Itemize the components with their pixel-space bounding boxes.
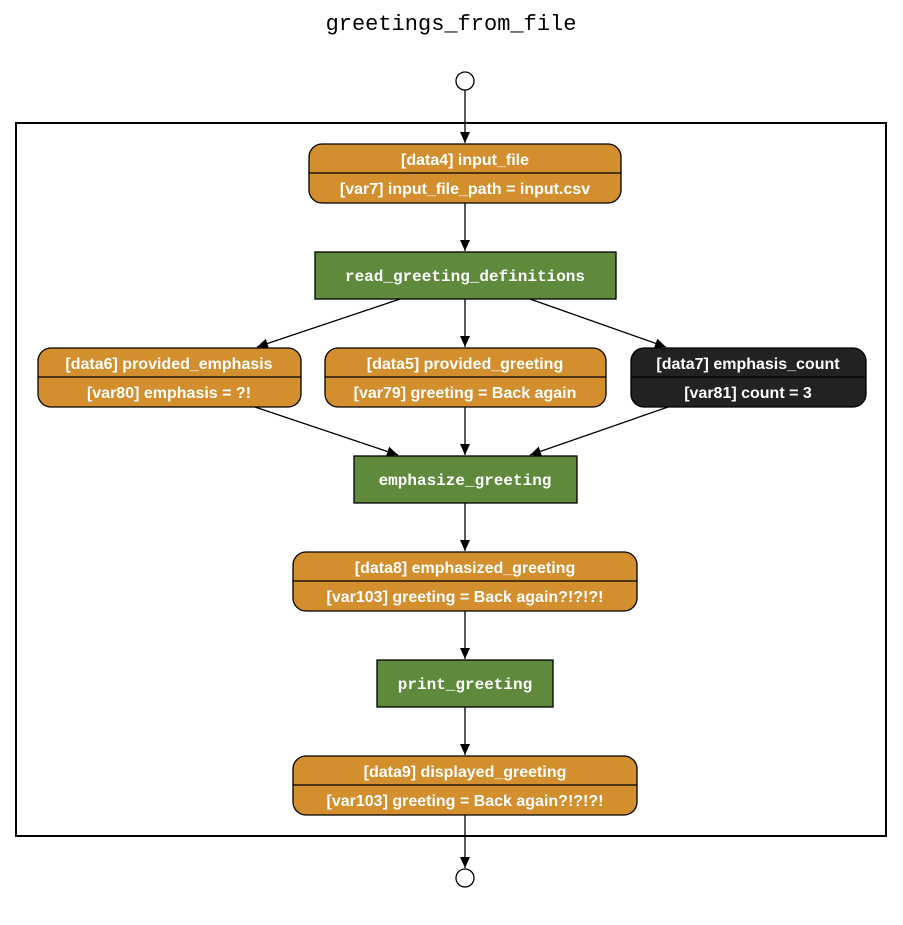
data-node-header: [data5] provided_greeting	[367, 356, 563, 373]
data-node-provided-greeting: [data5] provided_greeting [var79] greeti…	[324, 347, 607, 408]
diagram-title: greetings_from_file	[326, 12, 577, 37]
data-node-header: [data7] emphasis_count	[656, 356, 840, 373]
data-node-header: [data8] emphasized_greeting	[355, 560, 576, 577]
step-node-emphasize-greeting: emphasize_greeting	[353, 455, 578, 504]
data-node-value: [var79] greeting = Back again	[354, 385, 577, 402]
data-node-displayed-greeting: [data9] displayed_greeting [var103] gree…	[292, 755, 638, 816]
data-node-value: [var81] count = 3	[684, 385, 812, 402]
data-node-value: [var7] input_file_path = input.csv	[340, 181, 590, 198]
data-node-value: [var103] greeting = Back again?!?!?!	[327, 589, 604, 606]
step-label: print_greeting	[398, 676, 532, 694]
data-node-value: [var103] greeting = Back again?!?!?!	[327, 793, 604, 810]
workflow-boundary	[15, 122, 887, 837]
data-node-emphasized-greeting: [data8] emphasized_greeting [var103] gre…	[292, 551, 638, 612]
data-node-input-file: [data4] input_file [var7] input_file_pat…	[308, 143, 622, 204]
start-node	[455, 71, 475, 91]
edges	[254, 90, 669, 868]
data-node-header: [data9] displayed_greeting	[364, 764, 567, 781]
edge-read-to-emphasis-count	[529, 298, 667, 349]
step-node-read-greeting-definitions: read_greeting_definitions	[314, 251, 617, 300]
data-node-provided-emphasis: [data6] provided_emphasis [var80] emphas…	[37, 347, 302, 408]
step-node-print-greeting: print_greeting	[376, 659, 554, 708]
step-label: read_greeting_definitions	[345, 268, 585, 286]
data-node-emphasis-count: [data7] emphasis_count [var81] count = 3	[630, 347, 867, 408]
edge-read-to-provided-emphasis	[256, 298, 401, 349]
data-node-header: [data4] input_file	[401, 152, 529, 169]
edge-provided-emphasis-to-emphasize	[254, 406, 399, 457]
data-node-header: [data6] provided_emphasis	[65, 356, 272, 373]
step-label: emphasize_greeting	[379, 472, 552, 490]
edge-emphasis-count-to-emphasize	[529, 406, 669, 457]
end-node	[455, 868, 475, 888]
data-node-value: [var80] emphasis = ?!	[87, 385, 251, 402]
